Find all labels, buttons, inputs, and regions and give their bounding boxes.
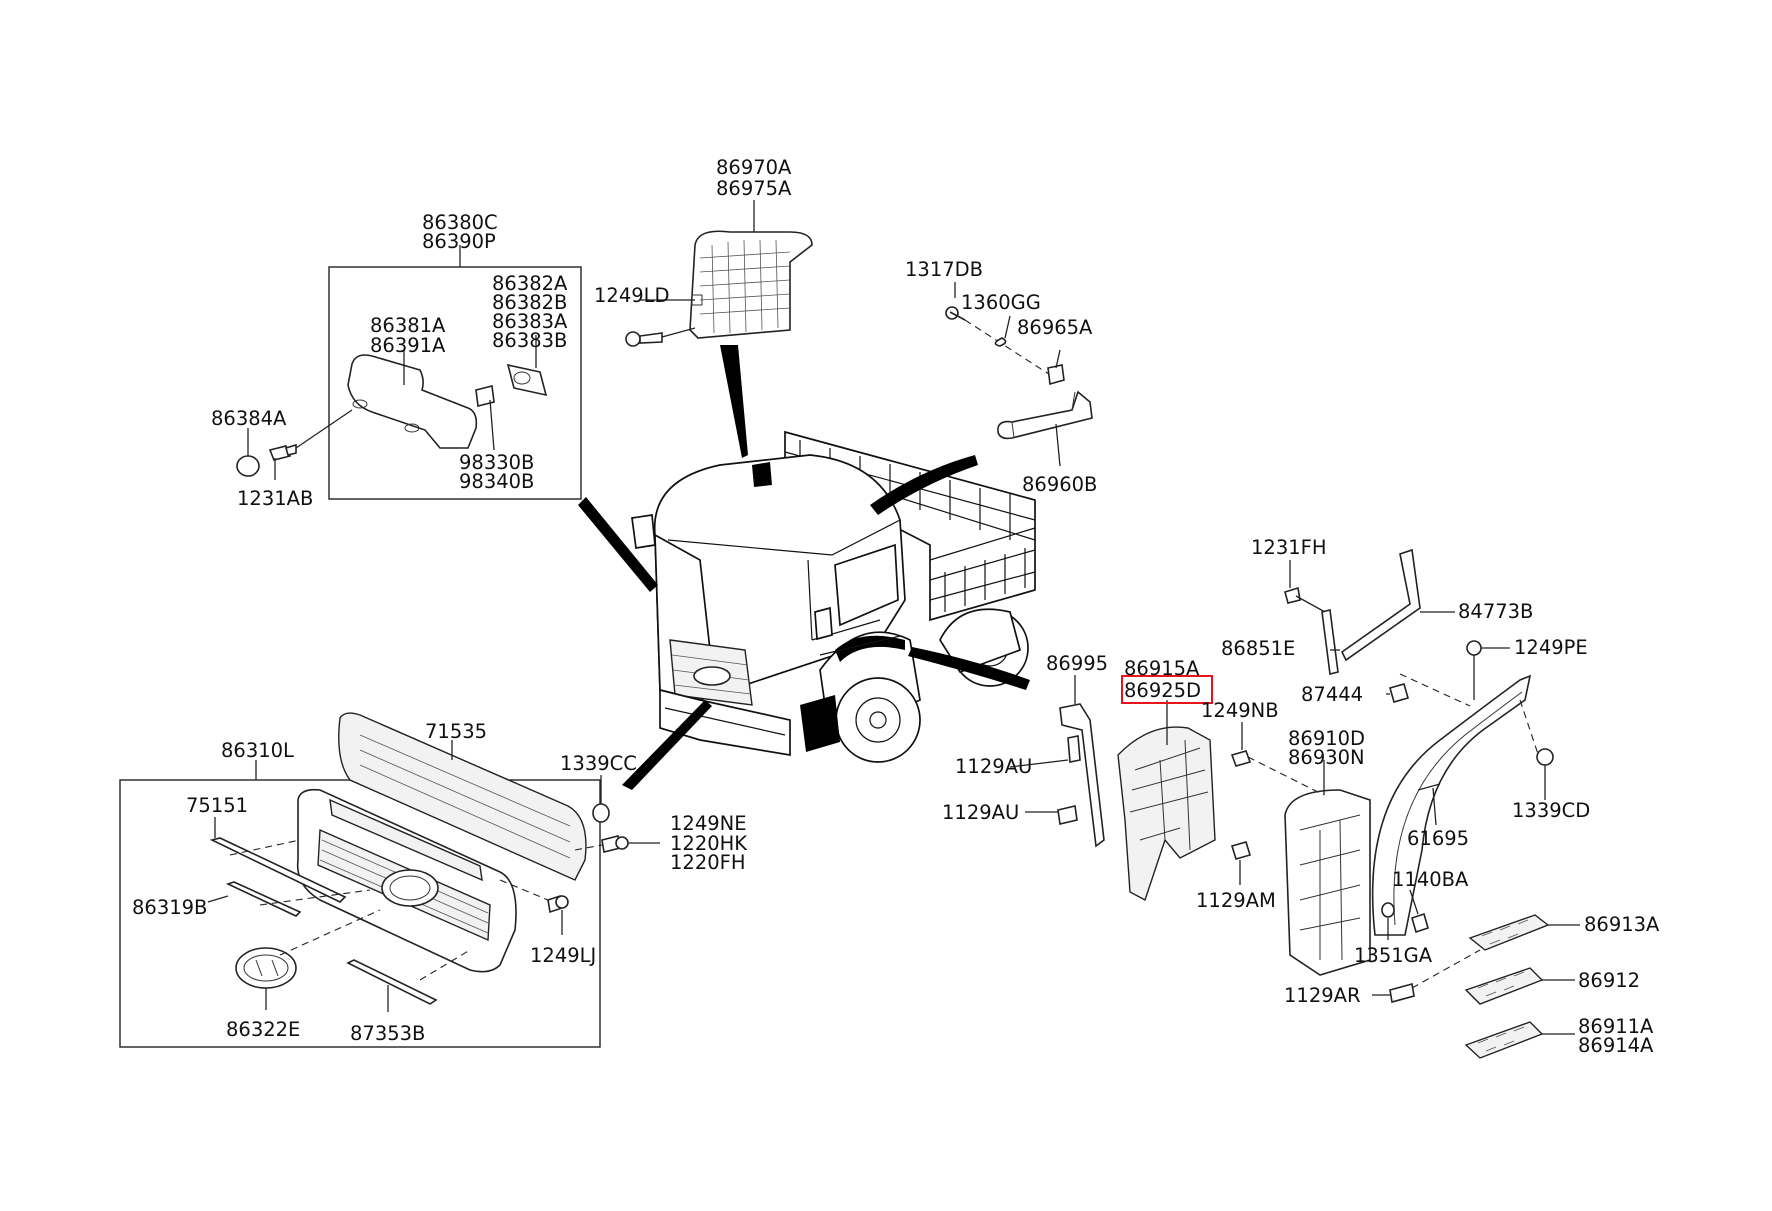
label-84773B: 84773B — [1458, 600, 1533, 623]
label-86381A: 86381A — [370, 314, 446, 337]
truck-illustration — [578, 345, 1036, 790]
label-98340B: 98340B — [459, 470, 534, 493]
label-87353B: 87353B — [350, 1022, 425, 1045]
label-86382A: 86382A — [492, 272, 568, 295]
label-87444: 87444 — [1301, 683, 1363, 706]
label-86912: 86912 — [1578, 969, 1640, 992]
part-86380C-handle-group — [236, 245, 582, 500]
label-98330B: 98330B — [459, 451, 534, 474]
label-75151: 75151 — [186, 794, 248, 817]
label-1249LD: 1249LD — [594, 284, 670, 307]
label-1140BA: 1140BA — [1392, 868, 1469, 891]
label-1249PE: 1249PE — [1514, 636, 1588, 659]
label-1220HK: 1220HK — [670, 832, 748, 855]
part-labels: 86970A 86975A 1249LD 86380C 86390P 86382… — [132, 156, 1660, 1057]
label-86851E: 86851E — [1221, 637, 1295, 660]
label-1129AM: 1129AM — [1196, 889, 1276, 912]
label-86384A: 86384A — [211, 407, 287, 430]
label-1220FH: 1220FH — [670, 851, 746, 874]
step-plate-86911A — [1464, 1021, 1575, 1059]
label-86930N: 86930N — [1288, 746, 1365, 769]
label-86915A: 86915A — [1124, 657, 1200, 680]
bolt-1249LD — [625, 327, 696, 347]
label-86913A: 86913A — [1584, 913, 1660, 936]
label-1129AU-lower: 1129AU — [942, 801, 1019, 824]
label-86382B: 86382B — [492, 291, 567, 314]
label-86322E: 86322E — [226, 1018, 300, 1041]
label-1351GA: 1351GA — [1354, 944, 1433, 967]
label-86975A: 86975A — [716, 177, 792, 200]
label-86310L: 86310L — [221, 739, 294, 762]
label-1360GG: 1360GG — [961, 291, 1041, 314]
step-plate-86912 — [1464, 967, 1575, 1005]
label-86965A: 86965A — [1017, 316, 1093, 339]
label-1129AU-upper: 1129AU — [955, 755, 1032, 778]
label-86970A: 86970A — [716, 156, 792, 179]
label-1231FH: 1231FH — [1251, 536, 1327, 559]
label-86380C: 86380C — [422, 211, 498, 234]
label-71535: 71535 — [425, 720, 487, 743]
part-86960B-step-bracket — [945, 282, 1093, 467]
highlight-box-86925D — [1121, 675, 1213, 704]
label-86995: 86995 — [1046, 652, 1108, 675]
label-1249NB: 1249NB — [1201, 699, 1279, 722]
label-86383A: 86383A — [492, 310, 568, 333]
step-plate-86913A — [1468, 914, 1580, 951]
label-1129AR: 1129AR — [1284, 984, 1361, 1007]
part-86970A-panel — [625, 200, 813, 347]
label-86911A: 86911A — [1578, 1015, 1654, 1038]
part-86310L-grille-group — [119, 712, 660, 1048]
label-1339CD: 1339CD — [1512, 799, 1590, 822]
label-86925D: 86925D — [1124, 679, 1201, 702]
label-86391A: 86391A — [370, 334, 446, 357]
label-1249NE: 1249NE — [670, 812, 747, 835]
label-86960B: 86960B — [1022, 473, 1097, 496]
label-86914A: 86914A — [1578, 1034, 1654, 1057]
label-1339CC: 1339CC — [560, 752, 637, 775]
label-86390P: 86390P — [422, 230, 496, 253]
label-1249LJ: 1249LJ — [530, 944, 596, 967]
label-86383B: 86383B — [492, 329, 567, 352]
label-61695: 61695 — [1407, 827, 1469, 850]
label-1317DB: 1317DB — [905, 258, 983, 281]
label-86319B: 86319B — [132, 896, 207, 919]
label-1231AB: 1231AB — [237, 487, 313, 510]
label-86910D: 86910D — [1288, 727, 1365, 750]
part-fender-group — [1009, 548, 1580, 1059]
